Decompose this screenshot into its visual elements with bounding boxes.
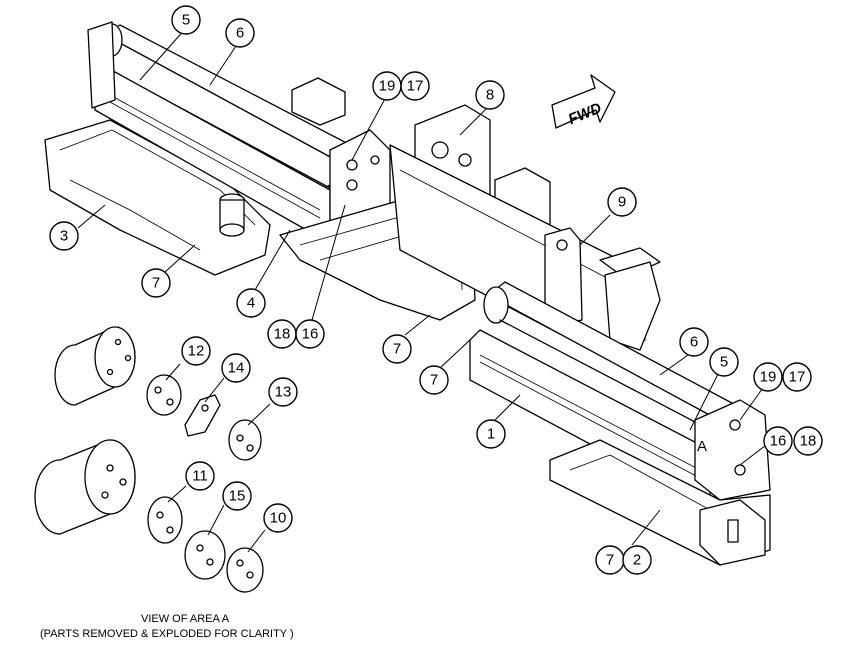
balloon-11: 11	[185, 461, 215, 491]
svg-text:7: 7	[393, 341, 401, 358]
svg-text:9: 9	[618, 194, 626, 211]
svg-text:17: 17	[407, 78, 424, 95]
balloon-9: 9	[607, 187, 637, 217]
forward-arrow: FWD	[551, 74, 616, 129]
balloon-8: 8	[475, 80, 505, 110]
svg-text:12: 12	[188, 343, 205, 360]
balloon-10: 10	[263, 503, 293, 533]
balloon-19-right: 19	[753, 362, 783, 392]
balloon-2: 2	[622, 545, 652, 575]
svg-text:17: 17	[789, 369, 806, 386]
balloon-7-left: 7	[141, 268, 171, 298]
balloon-15: 15	[222, 481, 252, 511]
balloon-6-right: 6	[679, 327, 709, 357]
balloon-5-right: 5	[709, 347, 739, 377]
svg-text:14: 14	[228, 360, 245, 377]
svg-text:6: 6	[236, 25, 244, 42]
svg-text:7: 7	[152, 275, 160, 292]
svg-text:5: 5	[182, 12, 190, 29]
svg-text:16: 16	[302, 326, 319, 343]
view-caption: VIEW OF AREA A	[141, 613, 230, 625]
svg-text:16: 16	[770, 433, 787, 450]
svg-text:7: 7	[606, 552, 614, 569]
view-subcaption: (PARTS REMOVED & EXPLODED FOR CLARITY )	[40, 628, 294, 640]
svg-text:19: 19	[760, 369, 777, 386]
svg-text:19: 19	[379, 78, 396, 95]
svg-text:18: 18	[274, 326, 291, 343]
svg-text:8: 8	[486, 87, 494, 104]
balloon-4: 4	[236, 288, 266, 318]
svg-text:13: 13	[275, 384, 292, 401]
balloon-6-top: 6	[225, 18, 255, 48]
balloon-7-mid: 7	[382, 334, 412, 364]
svg-text:6: 6	[690, 334, 698, 351]
svg-text:1: 1	[487, 426, 495, 443]
central-frame-assembly	[279, 104, 661, 356]
balloon-18-mid: 18	[267, 319, 297, 349]
balloon-17-right: 17	[782, 362, 812, 392]
balloon-16-mid: 16	[295, 319, 325, 349]
svg-text:15: 15	[229, 488, 246, 505]
balloon-19-top: 19	[372, 71, 402, 101]
balloon-16-right: 16	[763, 426, 793, 456]
area-label: A	[697, 438, 707, 455]
leader-lines	[77, 27, 771, 553]
svg-text:7: 7	[430, 372, 438, 389]
right-beam-assembly	[469, 281, 771, 566]
balloon-7-center: 7	[419, 365, 449, 395]
balloon-12: 12	[181, 336, 211, 366]
part-balloons: 5 6 19 17 8 9 3 7 4 18 16 7 7 6 5 19 17 …	[49, 5, 823, 575]
svg-text:3: 3	[60, 228, 68, 245]
balloon-1: 1	[476, 419, 506, 449]
balloon-14: 14	[221, 353, 251, 383]
balloon-17-top: 17	[400, 71, 430, 101]
svg-text:18: 18	[800, 433, 817, 450]
svg-text:2: 2	[633, 552, 641, 569]
svg-text:11: 11	[192, 468, 208, 485]
svg-text:10: 10	[270, 510, 287, 527]
balloon-7-bottom: 7	[595, 545, 625, 575]
exploded-detail-view	[34, 326, 264, 593]
balloon-3: 3	[49, 221, 79, 251]
balloon-13: 13	[268, 377, 298, 407]
balloon-18-right: 18	[793, 426, 823, 456]
balloon-5-top: 5	[171, 5, 201, 35]
svg-text:4: 4	[247, 295, 255, 312]
svg-text:5: 5	[720, 354, 728, 371]
